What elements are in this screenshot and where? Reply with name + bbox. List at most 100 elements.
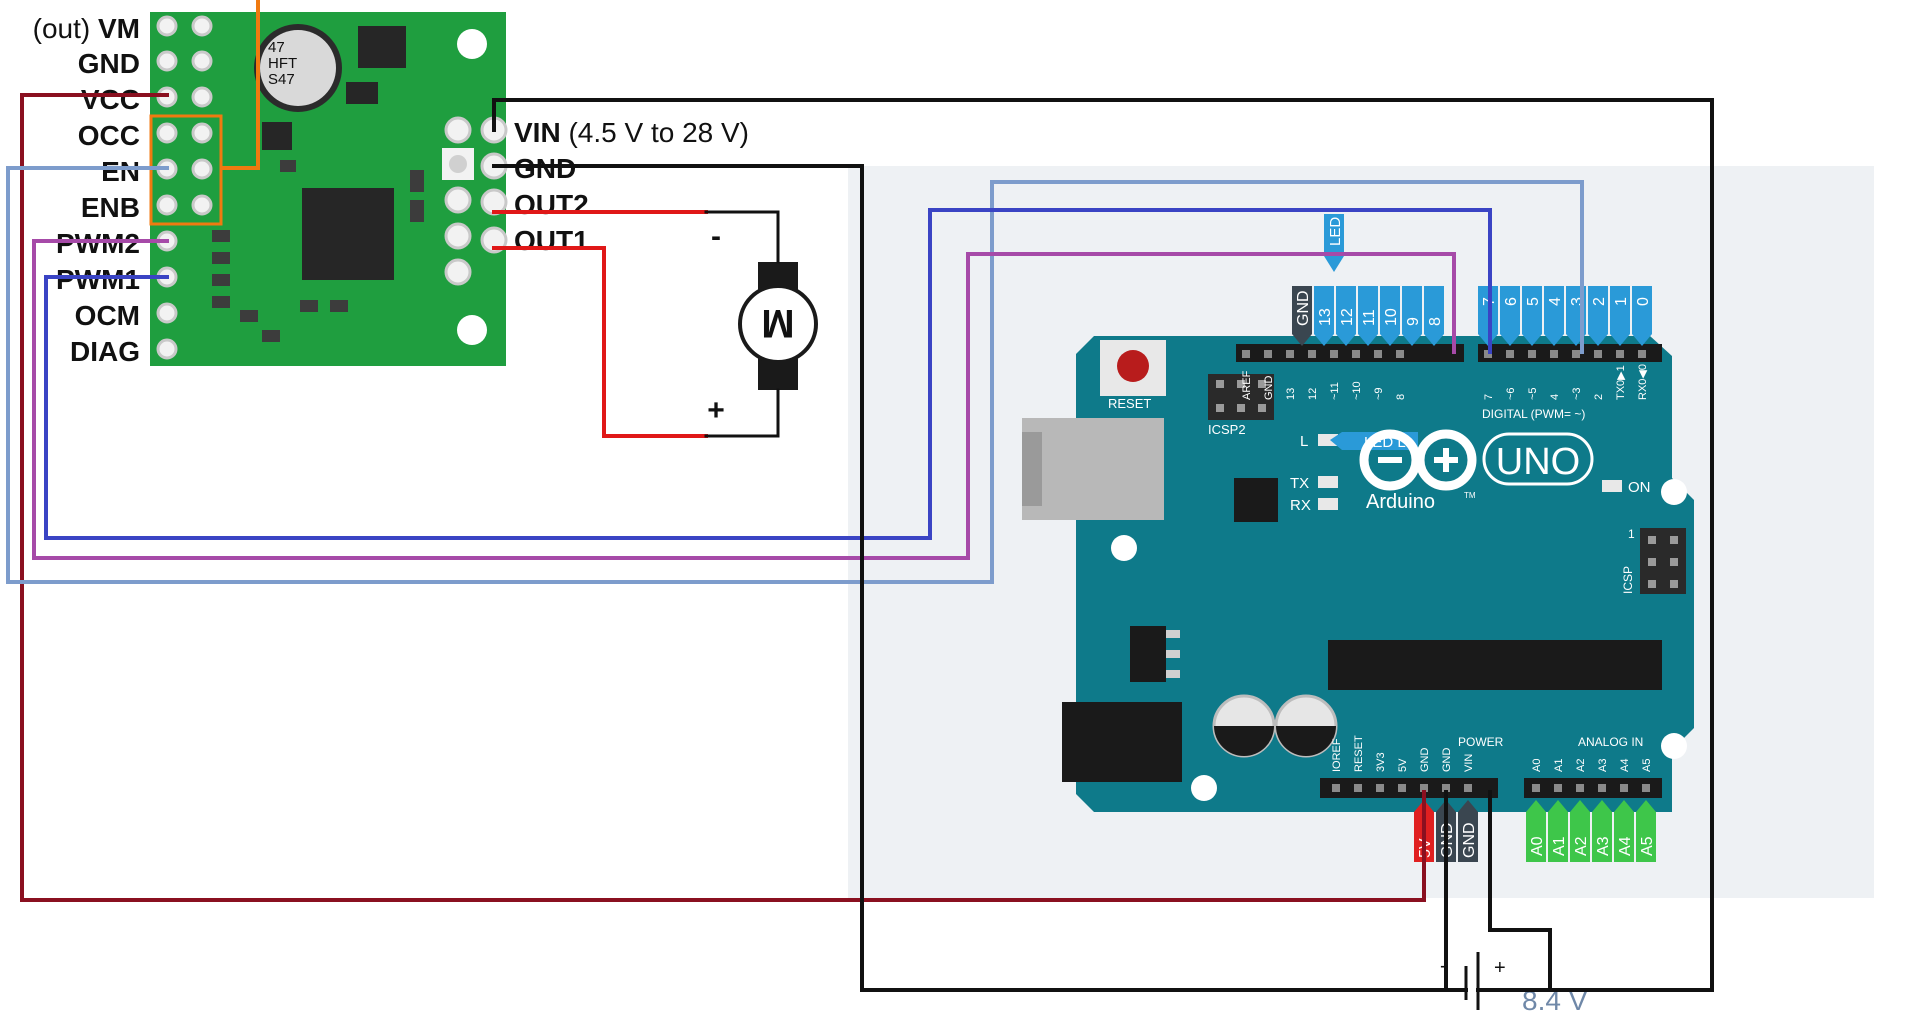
analog-pin-tag-text: A5 [1639,836,1656,856]
analog-pin-tag-arrow [1570,800,1590,812]
digital-header-label: 2 [1593,394,1605,400]
wires [6,0,1714,992]
digital-pin-tag [1544,286,1564,334]
arduino-brand-text: Arduino [1366,491,1435,513]
analog-header-label: A1 [1553,759,1565,772]
digital-pin-tag-arrow [1544,334,1564,346]
analog-pin-tag [1614,812,1634,862]
digital-pin-tag-text: 4 [1547,297,1564,306]
analog-header-label: A3 [1597,759,1609,772]
driver-diode [262,122,292,150]
analog-pin-tag-arrow [1614,800,1634,812]
led-l [1318,434,1338,446]
digital-pin-tag-text: 3 [1569,297,1586,306]
digital-pin-tag-text: 2 [1591,297,1608,306]
wire-motor-plus-lead [704,388,780,438]
analog-pin-tag-text: A0 [1529,836,1546,856]
digital-header-label: RX0◀0 [1637,364,1649,400]
power-header-label: VIN [1463,754,1475,772]
digital-pin-tag [1632,286,1652,334]
atmega-chip [1328,640,1662,690]
digital-header-label: 12 [1307,388,1319,400]
icsp-label: ICSP [1621,566,1635,594]
digital-pin-tag-arrow [1314,334,1334,346]
driver-label-vm: (out) VM [33,13,140,44]
analog-header-label: A0 [1531,759,1543,772]
header-pin [1332,784,1340,792]
led-on [1602,480,1622,492]
header-pin [1376,784,1384,792]
analog-pin-tag [1548,812,1568,862]
header-pin [1308,350,1316,358]
wire-pwm2-to-pin8 [32,239,1456,560]
digital-header-label: ~5 [1527,387,1539,400]
electrolytic-capacitor: 47 HFT S47 [254,24,342,112]
analog-pin-tag [1592,812,1612,862]
digital-header-label: TX0▶1 [1615,365,1627,400]
uno-pcb [1076,336,1694,812]
driver-label-gnd: GND [78,48,140,79]
digital-pin-tag-text: 0 [1635,297,1652,306]
digital-pin-tag-text: 8 [1427,317,1444,326]
battery-plus: + [1494,957,1506,979]
header-pin [1396,350,1404,358]
power-header [1320,778,1498,798]
digital-pin-tag-text: 9 [1405,317,1422,326]
analog-header-label: A5 [1641,759,1653,772]
arduino-tm: TM [1464,491,1476,500]
digital-pin-tag [1380,286,1400,334]
digital-header-label: 4 [1549,394,1561,400]
power-pin-tag-text: GND [1461,822,1478,858]
digital-pin-tag [1402,286,1422,334]
icsp-pin1-label: 1 [1628,527,1635,541]
digital-pin-tag-text: 13 [1317,308,1334,326]
header-pin [1572,350,1580,358]
driver-label-vin: VIN (4.5 V to 28 V) [514,117,749,148]
analog-pin-tag-text: A4 [1617,836,1634,856]
driver-label-vcc: VCC [81,84,140,115]
driver-label-ocm: OCM [75,300,140,331]
led-rx [1318,498,1338,510]
driver-regulator [346,82,378,104]
uno-mount-hole [1191,775,1217,801]
digital-header-label: 8 [1395,394,1407,400]
digital-pin-tag [1314,286,1334,334]
capacitor-text-line2: HFT [268,55,297,72]
icsp-header [1640,528,1686,594]
uno-mount-hole [1661,733,1687,759]
arduino-logo [1359,429,1477,491]
digital-header-label: GND [1263,376,1275,401]
power-jack [1062,702,1182,782]
led-l-label: L [1300,433,1308,450]
driver-label-occ: OCC [78,120,140,151]
digital-pin-tag-arrow [1588,334,1608,346]
reset-button-cap[interactable] [1117,350,1149,382]
header-pin [1598,784,1606,792]
wire-orange-jumper [220,0,260,170]
power-pin-tag [1458,812,1478,862]
header-pin [1442,784,1450,792]
analog-label: ANALOG IN [1578,735,1643,749]
capacitor-text-line1: 47 [268,39,285,56]
motor-symbol: M [761,301,794,345]
digital-pin-tag-arrow [1292,334,1312,346]
header-pin [1528,350,1536,358]
arduino-uno-board: RESET ICSP2 L TX RX LED L [1022,336,1694,812]
digital-label: DIGITAL (PWM= ~) [1482,407,1585,421]
header-pin [1242,350,1250,358]
header-pin [1532,784,1540,792]
digital-pin-tag [1424,286,1444,334]
wire-uno-vin-to-battery [1488,790,1552,992]
wire-out1-to-motor [492,246,708,438]
uno-mount-hole [1661,479,1687,505]
digital-pin-tag-arrow [1522,334,1542,346]
header-pin [1330,350,1338,358]
driver-left-labels: (out) VM GND VCC OCC EN ENB PWM2 PWM1 OC… [33,13,140,367]
driver-label-enb: ENB [81,192,140,223]
wire-motor-minus-lead [704,210,780,264]
power-header-label: IOREF [1331,738,1343,772]
digital-pin-tag-arrow [1402,334,1422,346]
header-pin [1638,350,1646,358]
header-pin [1616,350,1624,358]
